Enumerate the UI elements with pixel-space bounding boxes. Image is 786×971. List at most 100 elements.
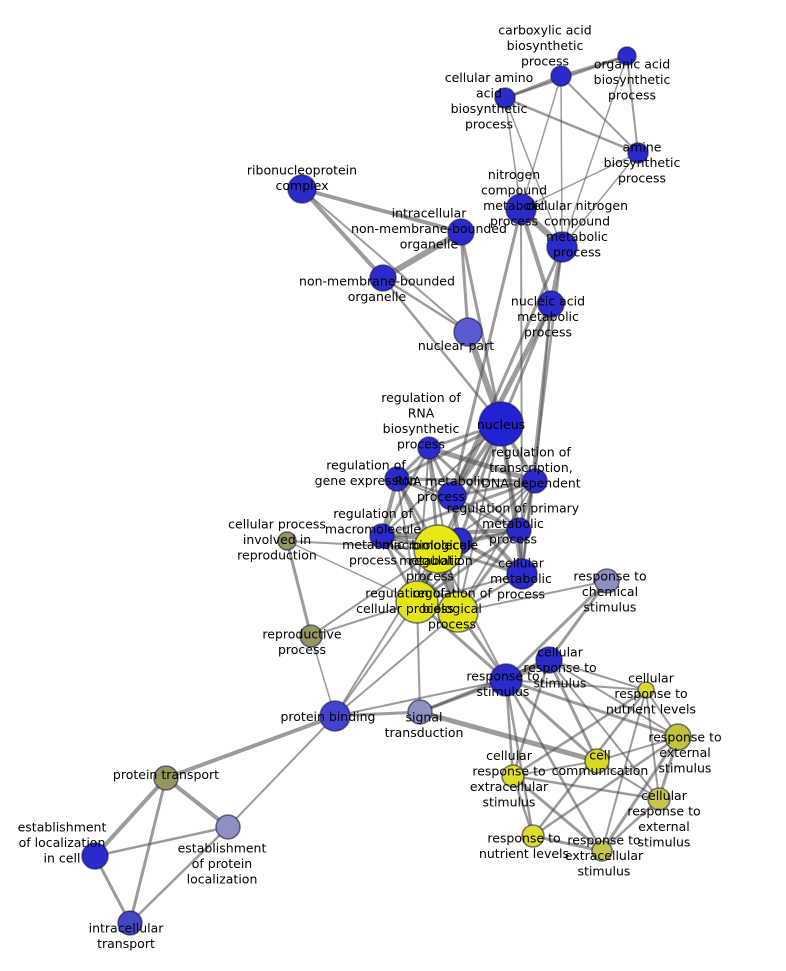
edge-protein-binding--regulation-of-biological-process[interactable] — [334, 611, 459, 717]
node-response-to-nutrient-levels[interactable] — [521, 824, 545, 848]
edge-protein-binding--biological-regulation[interactable] — [334, 548, 439, 717]
node-cellular-response-to-extracellular-stimulus[interactable] — [501, 764, 525, 788]
edge-cellular-nitrogen-compound-metabolic-process--rna-metabolic-process[interactable] — [450, 245, 564, 498]
node-cellular-response-to-external-stimulus[interactable] — [647, 787, 671, 811]
node-regulation-of-biological-process[interactable] — [437, 591, 479, 633]
node-response-to-stimulus[interactable] — [489, 663, 523, 697]
node-reproductive-process[interactable] — [299, 624, 323, 648]
edge-cellular-response-to-extracellular-stimulus--cellular-response-to-nutrient-levels[interactable] — [511, 688, 648, 778]
node-response-to-extracellular-stimulus[interactable] — [591, 840, 613, 862]
node-establishment-of-localization-in-cell[interactable] — [81, 842, 109, 870]
edge-cellular-response-to-stimulus--response-to-external-stimulus[interactable] — [548, 659, 679, 738]
node-intracellular-non-membrane-bounded-organelle[interactable] — [447, 218, 475, 246]
node-nucleic-acid-metabolic-process[interactable] — [537, 290, 565, 318]
node-regulation-of-primary-metabolic-process[interactable] — [506, 517, 532, 543]
edge-nitrogen-compound-metabolic-process--nucleic-acid-metabolic-process[interactable] — [519, 207, 553, 306]
edge-regulation-of-biological-process--response-to-chemical-stimulus[interactable] — [457, 580, 608, 613]
node-nitrogen-compound-metabolic-process[interactable] — [505, 193, 537, 225]
edge-protein-transport--intracellular-transport[interactable] — [128, 776, 168, 925]
edge-carboxylic-acid-biosynthetic-process--amine-biosynthetic-process[interactable] — [560, 75, 639, 154]
edge-cellular-response-to-stimulus--response-to-chemical-stimulus[interactable] — [547, 579, 609, 662]
edge-establishment-of-protein-localization--protein-binding[interactable] — [227, 715, 336, 828]
edge-cell-communication--cellular-response-to-extracellular-stimulus[interactable] — [512, 760, 598, 777]
edge-regulation-of-cellular-process--protein-binding[interactable] — [334, 601, 418, 717]
edge-cellular-process-involved-in-reproduction--biological-regulation[interactable] — [286, 540, 439, 550]
node-rna-metabolic-process[interactable] — [437, 481, 467, 511]
edge-regulation-of-gene-expression--regulation-of-transcription-dna-dependent[interactable] — [395, 477, 537, 483]
edge-cellular-response-to-stimulus--cellular-response-to-external-stimulus[interactable] — [548, 659, 660, 800]
edge-amine-biosynthetic-process--cellular-nitrogen-compound-metabolic-process[interactable] — [561, 152, 639, 248]
node-response-to-external-stimulus[interactable] — [664, 723, 692, 751]
edge-cell-communication--response-to-external-stimulus[interactable] — [596, 736, 679, 762]
edge-cellular-amino-acid-biosynthetic-process--cellular-nitrogen-compound-metabolic-process[interactable] — [504, 97, 563, 248]
node-cellular-metabolic-process[interactable] — [506, 558, 538, 590]
edge-response-to-stimulus--response-to-extracellular-stimulus[interactable] — [504, 678, 604, 853]
edge-response-to-stimulus--cell-communication[interactable] — [504, 678, 599, 763]
edge-intracellular-non-membrane-bounded-organelle--nuclear-part[interactable] — [459, 230, 470, 334]
node-establishment-of-protein-localization[interactable] — [215, 814, 241, 840]
node-cellular-response-to-stimulus[interactable] — [535, 646, 563, 674]
edge-non-membrane-bounded-organelle--nucleus[interactable] — [381, 276, 503, 426]
edge-cellular-response-to-external-stimulus--cellular-response-to-nutrient-levels[interactable] — [645, 689, 660, 800]
node-regulation-of-cellular-process[interactable] — [395, 580, 439, 624]
edge-response-to-stimulus--protein-binding[interactable] — [334, 679, 507, 717]
node-ribonucleoprotein-complex[interactable] — [287, 174, 317, 204]
edge-response-to-extracellular-stimulus--cellular-response-to-external-stimulus[interactable] — [600, 797, 661, 853]
node-intracellular-transport[interactable] — [117, 910, 143, 936]
node-cellular-process-involved-in-reproduction[interactable] — [277, 531, 297, 551]
edge-regulation-of-rna-biosynthetic-process--regulation-of-primary-metabolic-process[interactable] — [427, 446, 521, 532]
edge-organic-acid-biosynthetic-process--amine-biosynthetic-process[interactable] — [626, 55, 639, 154]
edge-organic-acid-biosynthetic-process--cellular-nitrogen-compound-metabolic-process[interactable] — [561, 55, 628, 248]
edge-ribonucleoprotein-complex--nuclear-part[interactable] — [301, 188, 469, 333]
node-carboxylic-acid-biosynthetic-process[interactable] — [550, 65, 572, 87]
edge-nucleus--cellular-metabolic-process[interactable] — [499, 422, 524, 576]
node-regulation-of-gene-expression[interactable] — [384, 466, 410, 492]
edge-cellular-response-to-stimulus--cellular-response-to-extracellular-stimulus[interactable] — [511, 658, 551, 778]
edge-cellular-response-to-stimulus--cell-communication[interactable] — [547, 658, 599, 763]
edge-signal-transduction--cell-communication[interactable] — [417, 709, 600, 764]
node-biological-regulation[interactable] — [413, 524, 463, 574]
edge-non-membrane-bounded-organelle--nuclear-part[interactable] — [381, 276, 470, 334]
node-organic-acid-biosynthetic-process[interactable] — [617, 46, 637, 66]
node-regulation-of-macromolecule-metabolic-process[interactable] — [369, 523, 395, 549]
edge-ribonucleoprotein-complex--non-membrane-bounded-organelle[interactable] — [300, 187, 385, 280]
node-cell-communication[interactable] — [584, 748, 610, 774]
edge-nucleic-acid-metabolic-process--regulation-of-transcription-dna-dependent[interactable] — [534, 303, 552, 482]
edge-cellular-response-to-extracellular-stimulus--cellular-response-to-external-stimulus[interactable] — [511, 774, 661, 801]
edge-cellular-response-to-stimulus--cellular-response-to-nutrient-levels[interactable] — [548, 659, 647, 691]
edge-cellular-amino-acid-biosynthetic-process--nitrogen-compound-metabolic-process[interactable] — [504, 97, 522, 210]
node-nucleus[interactable] — [478, 401, 524, 447]
edge-cellular-process-involved-in-reproduction--regulation-of-cellular-process[interactable] — [286, 540, 418, 603]
node-amine-biosynthetic-process[interactable] — [627, 142, 649, 164]
edge-carboxylic-acid-biosynthetic-process--nitrogen-compound-metabolic-process[interactable] — [520, 75, 562, 210]
edge-protein-binding--protein-transport[interactable] — [164, 714, 337, 780]
edge-response-to-stimulus--response-to-chemical-stimulus[interactable] — [504, 579, 609, 682]
node-regulation-of-transcription-dna-dependent[interactable] — [522, 468, 548, 494]
edge-nucleus--regulation-of-biological-process[interactable] — [457, 423, 502, 613]
edge-response-to-stimulus--cellular-response-to-nutrient-levels[interactable] — [505, 679, 647, 691]
edge-establishment-of-localization-in-cell--establishment-of-protein-localization[interactable] — [93, 825, 230, 858]
node-protein-transport[interactable] — [153, 765, 179, 791]
edge-response-to-stimulus--response-to-external-stimulus[interactable] — [504, 678, 680, 739]
edge-cellular-process-involved-in-reproduction--reproductive-process[interactable] — [285, 539, 313, 638]
edge-cellular-response-to-stimulus--signal-transduction[interactable] — [418, 658, 551, 714]
node-cellular-response-to-nutrient-levels[interactable] — [637, 681, 655, 699]
node-regulation-of-rna-biosynthetic-process[interactable] — [417, 436, 441, 460]
edge-ribonucleoprotein-complex--intracellular-non-membrane-bounded-organelle[interactable] — [300, 187, 463, 234]
edge-regulation-of-rna-biosynthetic-process--regulation-of-transcription-dna-dependent[interactable] — [426, 445, 538, 484]
edge-reproductive-process--biological-regulation[interactable] — [310, 548, 439, 637]
node-cellular-nitrogen-compound-metabolic-process[interactable] — [546, 231, 578, 263]
edge-amine-biosynthetic-process--nitrogen-compound-metabolic-process[interactable] — [520, 152, 639, 210]
node-response-to-chemical-stimulus[interactable] — [594, 568, 620, 594]
edge-response-to-extracellular-stimulus--cellular-response-to-nutrient-levels[interactable] — [601, 689, 647, 852]
node-cellular-amino-acid-biosynthetic-process[interactable] — [494, 87, 516, 109]
edge-cellular-response-to-extracellular-stimulus--response-to-extracellular-stimulus[interactable] — [511, 774, 604, 853]
edge-protein-transport--establishment-of-protein-localization[interactable] — [164, 776, 230, 829]
node-non-membrane-bounded-organelle[interactable] — [369, 264, 397, 292]
edge-response-to-external-stimulus--response-to-extracellular-stimulus[interactable] — [600, 735, 680, 853]
edge-nucleic-acid-metabolic-process--rna-metabolic-process[interactable] — [449, 301, 554, 499]
edge-establishment-of-protein-localization--intracellular-transport[interactable] — [128, 825, 230, 925]
edge-protein-transport--establishment-of-localization-in-cell[interactable] — [93, 776, 168, 858]
edge-carboxylic-acid-biosynthetic-process--cellular-nitrogen-compound-metabolic-process[interactable] — [560, 75, 563, 248]
